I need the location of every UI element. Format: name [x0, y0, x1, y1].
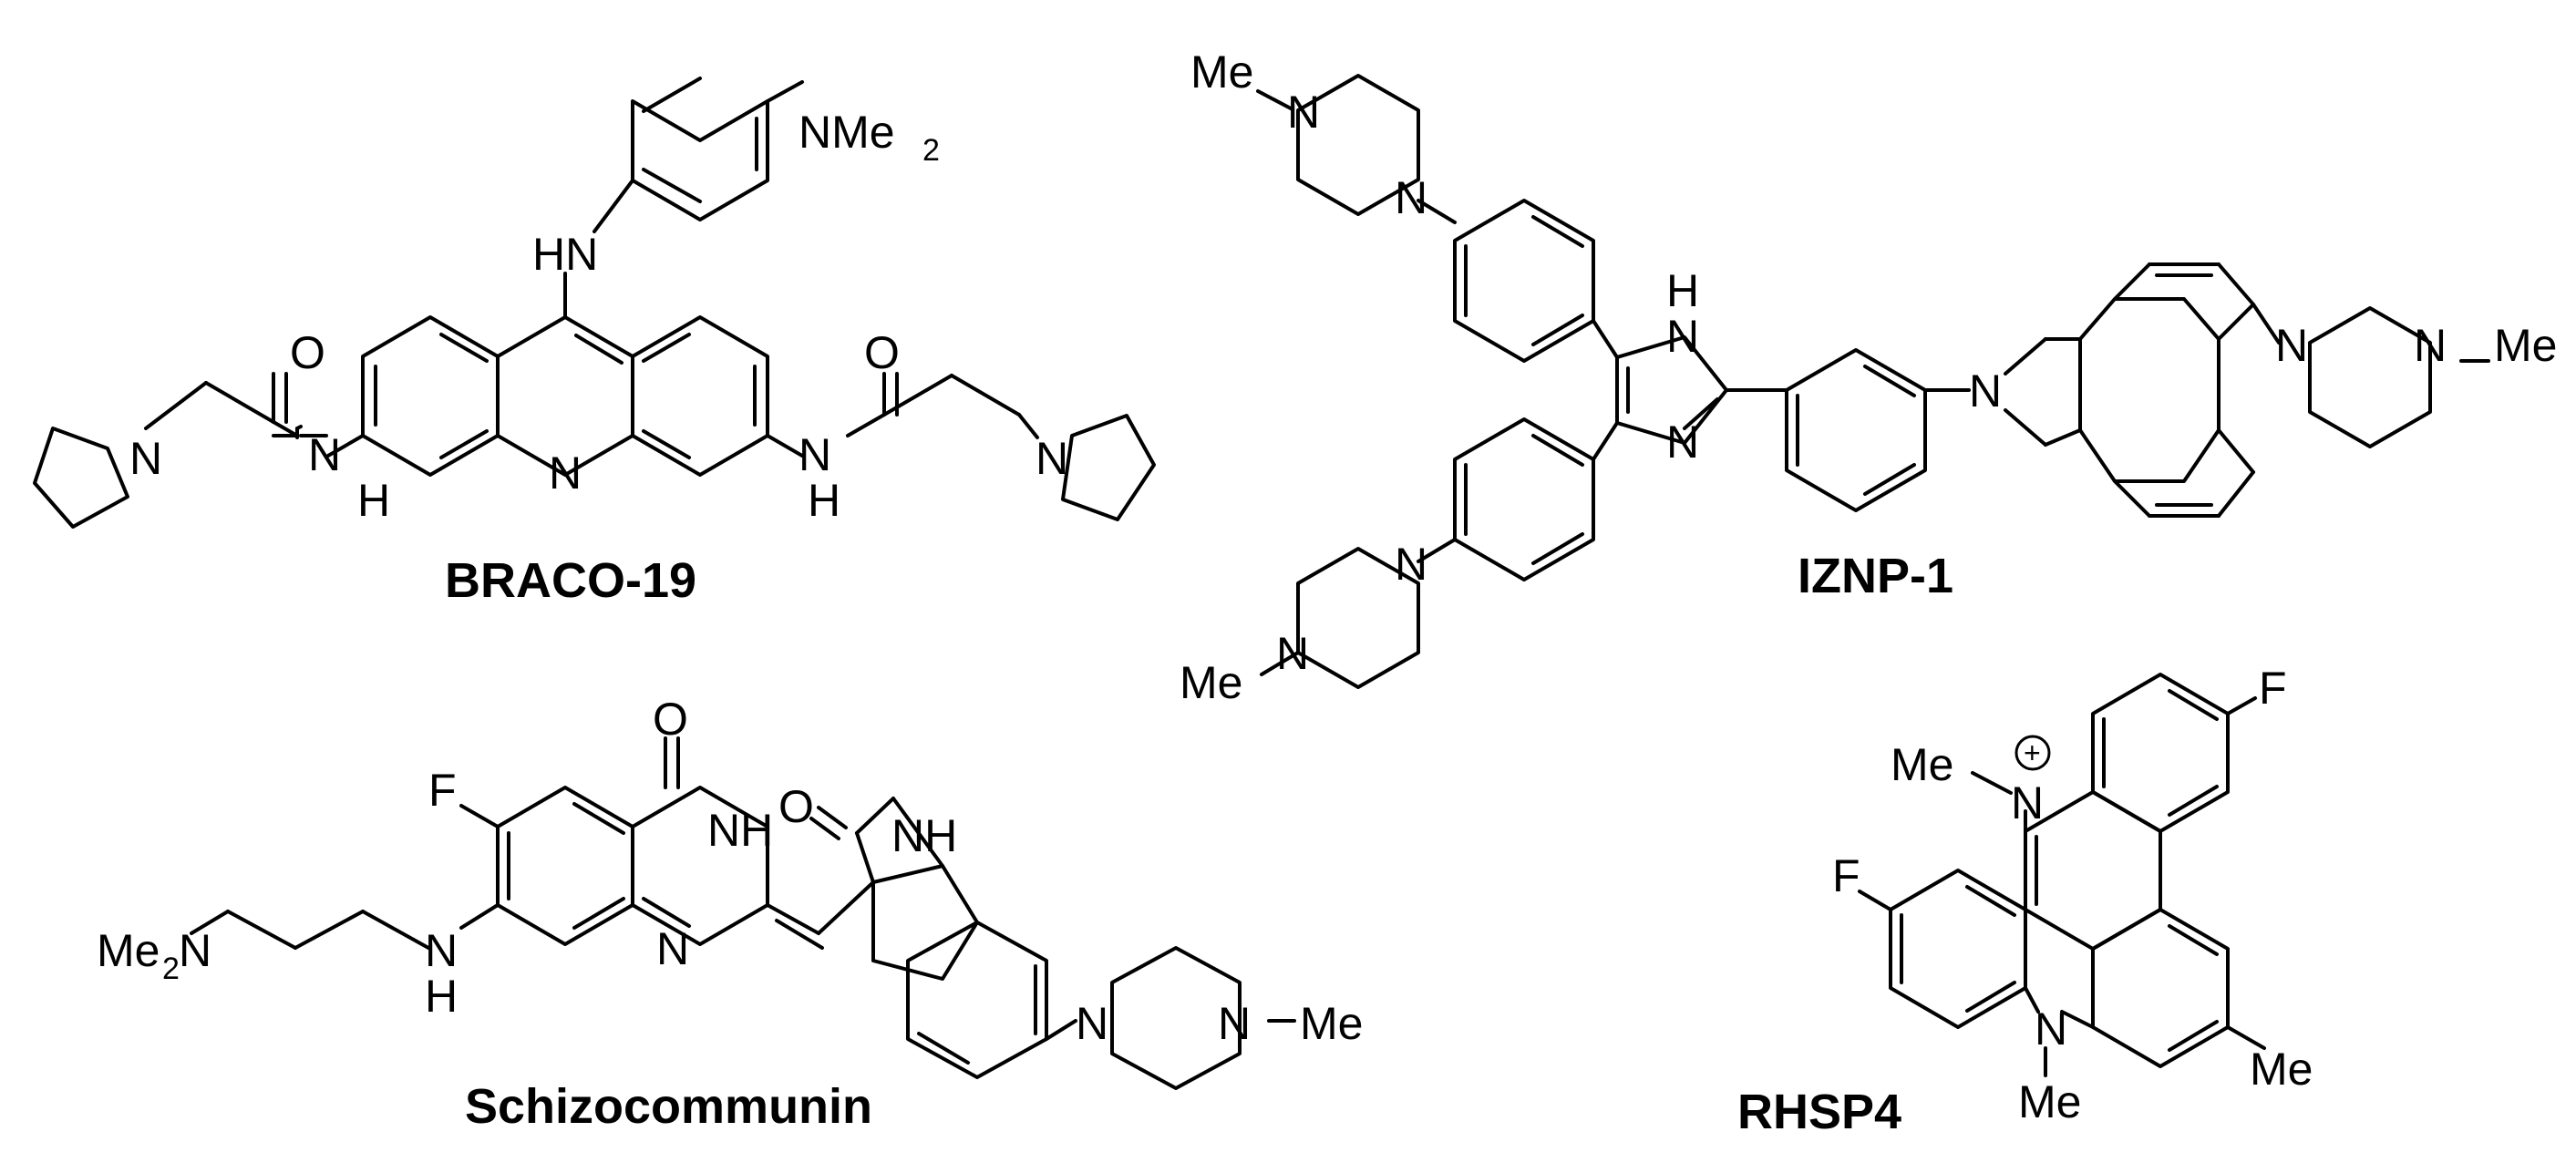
braco-nme2-label: NMe — [799, 107, 895, 158]
braco-acridine-right — [631, 315, 769, 477]
rhsp4-n-plus: N — [2011, 777, 2044, 828]
iznp-pip-top-n1: N — [1287, 87, 1320, 138]
iznp-phenyl-center — [1785, 348, 1927, 512]
schizo-chain-h: H — [425, 971, 458, 1022]
iznp-pip-bottom-n2: N — [1276, 628, 1309, 679]
schizo-lactam-nh: NH — [707, 805, 773, 856]
iznp-me-right: Me — [2494, 320, 2557, 371]
iznp-phenyl-top — [1453, 199, 1595, 363]
iznp-pip-top-n2: N — [1395, 172, 1427, 223]
iznp-me-top: Me — [1190, 46, 1253, 98]
schizo-carbonyl-o: O — [653, 694, 688, 745]
braco-amide-h-right: H — [808, 475, 840, 526]
rhsp4-fluorine-left: F — [1832, 850, 1860, 901]
braco-carbonyl-o-left: O — [290, 327, 325, 378]
structure-iznp-1: Me N N H N N N N N Me N N Me IZNP-1 — [1180, 46, 2557, 708]
structure-schizocommunin: O F NH N Me 2 N N H O NH N N Me Schizoco… — [97, 694, 1363, 1134]
braco-amide-h-left: H — [357, 475, 390, 526]
braco-pyrrolidine-left — [33, 427, 129, 529]
schizo-chain-n: N — [425, 925, 458, 976]
schizo-indolinone-five-ring — [871, 864, 979, 981]
rhsp4-n-methyl: Me — [1891, 739, 1953, 790]
braco-amide-n-right: N — [799, 429, 831, 480]
braco-ring-n-label: N — [549, 448, 582, 499]
schizo-piperazine — [1110, 946, 1242, 1090]
rhsp4-left-ring — [1889, 869, 2027, 1029]
iznp-isoquinoline-n: N — [1969, 365, 2002, 417]
iznp-pip-right-n2: N — [2414, 320, 2447, 371]
iznp-pip-bottom-n1: N — [1395, 539, 1427, 590]
schizo-piperazine-n1: N — [1076, 998, 1108, 1049]
iznp-me-bottom: Me — [1180, 657, 1242, 708]
schizo-indolinone-nh: NH — [891, 810, 957, 861]
iznp-imidazole-ring — [1615, 335, 1728, 445]
braco-amide-n-left: N — [308, 429, 341, 480]
schizo-piperazine-me: Me — [1300, 998, 1363, 1049]
braco-pyrrolidine-n-right: N — [1036, 433, 1068, 484]
rhsp4-fluorine-top: F — [2259, 663, 2287, 714]
iznp-imidazole-n2: N — [1666, 417, 1699, 468]
schizo-ring-n: N — [656, 923, 689, 974]
braco-acridine-left — [361, 315, 500, 477]
iznp-piperazine-right — [2308, 306, 2432, 448]
rhsp4-methyl-bottom: Me — [2018, 1076, 2081, 1127]
structure-braco-19: NMe 2 HN N N H N H O O N N BRACO-19 — [33, 77, 1156, 608]
rhsp4-charge-sign: + — [2024, 736, 2041, 769]
iznp-piperazine-top — [1296, 74, 1420, 216]
rhsp4-name: RHSP4 — [1737, 1085, 1901, 1139]
rhsp4-charge-circle — [2014, 735, 2051, 771]
rhsp4-methyl-right: Me — [2250, 1044, 2313, 1095]
rhsp4-top-ring — [2091, 673, 2230, 833]
rhsp4-right-ring — [2091, 908, 2230, 1068]
braco-carbonyl-o-right: O — [864, 327, 900, 378]
rhsp4-n-bottom: N — [2035, 1003, 2067, 1055]
schizo-piperazine-n2: N — [1218, 998, 1251, 1049]
schizocommunin-name: Schizocommunin — [465, 1079, 872, 1134]
schizo-fluorine: F — [428, 765, 457, 816]
iznp-1-name: IZNP-1 — [1798, 549, 1953, 603]
iznp-phenyl-bottom — [1453, 417, 1595, 581]
schizo-indolinone-benzo — [906, 921, 1048, 1079]
iznp-imidazole-h: H — [1666, 265, 1699, 316]
braco-pyrrolidine-n-left: N — [129, 433, 162, 484]
structure-rhsp4: + Me N F F N Me Me RHSP4 — [1737, 663, 2313, 1139]
iznp-fused-ring-frame — [2078, 297, 2221, 483]
iznp-pip-right-n1: N — [2275, 320, 2308, 371]
rhsp4-center-ring — [2024, 790, 2162, 951]
schizo-indolinone-o: O — [778, 781, 814, 832]
schizo-me2n-me: Me — [97, 925, 160, 976]
schizo-me2n-n: N — [179, 925, 211, 976]
braco-pyrrolidine-right — [1061, 414, 1156, 521]
braco-19-name: BRACO-19 — [445, 553, 696, 608]
iznp-imidazole-n1: N — [1666, 311, 1699, 362]
braco-nme2-subscript: 2 — [922, 133, 940, 168]
schizo-benzo-ring — [496, 786, 634, 946]
braco-hn-label: HN — [532, 229, 598, 280]
schizo-me2n-subscript: 2 — [162, 952, 180, 986]
